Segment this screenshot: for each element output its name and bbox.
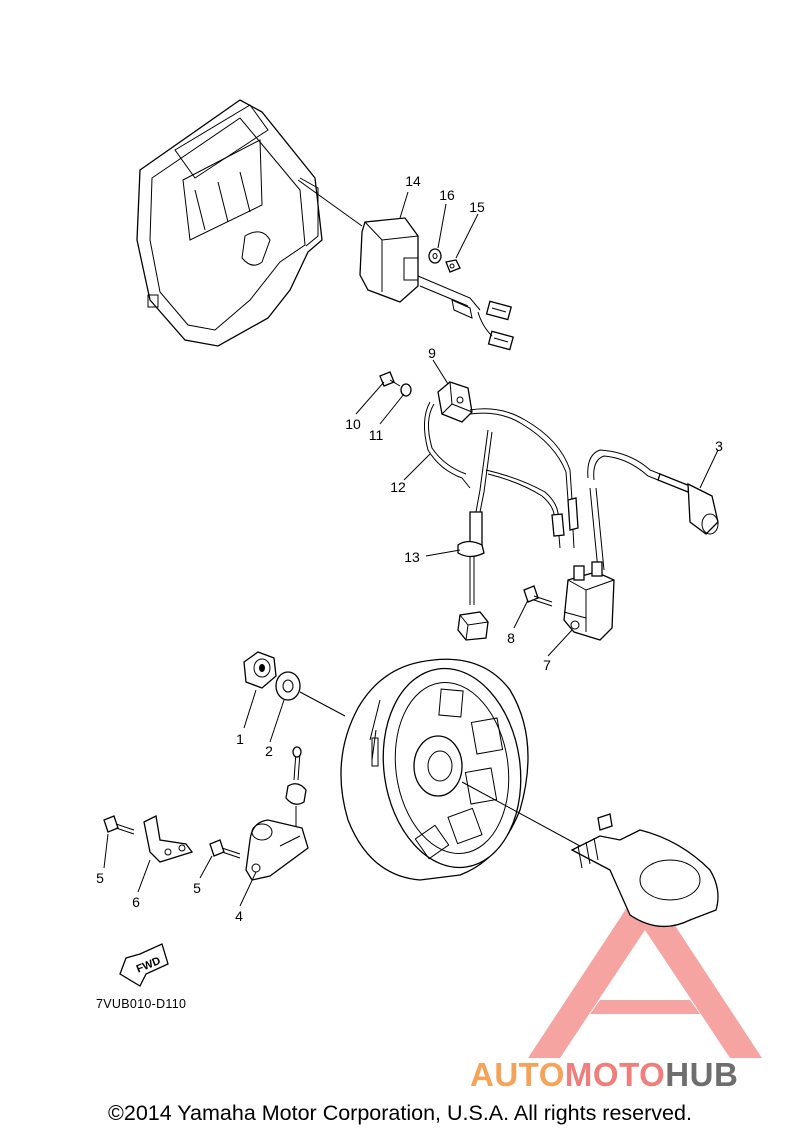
flywheel-rotor	[340, 658, 529, 881]
callout-15: 15	[469, 199, 485, 215]
copyright-notice: ©2014 Yamaha Motor Corporation, U.S.A. A…	[108, 1101, 692, 1125]
callout-11: 11	[369, 427, 384, 443]
cdi-connector-a	[485, 300, 512, 321]
callout-2: 2	[265, 743, 273, 759]
sensor-bracket	[245, 746, 309, 881]
cdi-unit	[297, 179, 514, 351]
washer-16	[428, 248, 442, 264]
callout-7: 7	[543, 657, 551, 673]
crankshaft-end	[570, 813, 719, 928]
flywheel-cover	[136, 99, 323, 347]
callout-12: 12	[390, 479, 406, 495]
callout-3: 3	[715, 438, 723, 454]
callout-9: 9	[428, 345, 436, 361]
callout-16: 16	[439, 187, 455, 203]
callout-10: 10	[345, 416, 361, 432]
watermark-hub: HUB	[665, 1056, 739, 1093]
bracket-6	[143, 815, 194, 863]
watermark-logo-triangle	[528, 880, 762, 1058]
callout-leaders	[103, 191, 719, 907]
callout-5a: 5	[96, 870, 104, 886]
bolt-5-right	[209, 839, 241, 859]
bolt-5-left	[103, 815, 135, 835]
callout-5b: 5	[193, 880, 201, 896]
callout-4: 4	[235, 908, 243, 924]
diagram-code: 7VUB010-D110	[96, 997, 187, 1011]
callout-1: 1	[236, 731, 244, 747]
cdi-connector-b	[487, 330, 514, 351]
spark-plug-cap	[587, 449, 719, 535]
callout-6: 6	[132, 894, 140, 910]
callout-8: 8	[507, 630, 515, 646]
stator-wire-harness	[424, 401, 579, 641]
washer-11	[400, 383, 412, 397]
callout-13: 13	[404, 549, 420, 565]
flywheel-washer	[275, 671, 301, 701]
bolt-8	[523, 585, 553, 607]
watermark-auto: AUTO	[470, 1056, 565, 1093]
watermark-moto: MOTO	[564, 1056, 666, 1093]
ignition-coil	[563, 487, 615, 641]
pickup-coil	[437, 381, 473, 423]
nut-15	[445, 259, 461, 273]
flywheel-nut	[243, 651, 277, 689]
fwd-arrow-icon: FWD	[119, 943, 169, 987]
callout-14: 14	[405, 173, 421, 189]
callout-labels: 1 2 3 4 5 5 6 7 8 9 10 11 12 13 14 15 16	[96, 173, 723, 924]
watermark-logo: AUTOMOTOHUB	[470, 1056, 738, 1094]
